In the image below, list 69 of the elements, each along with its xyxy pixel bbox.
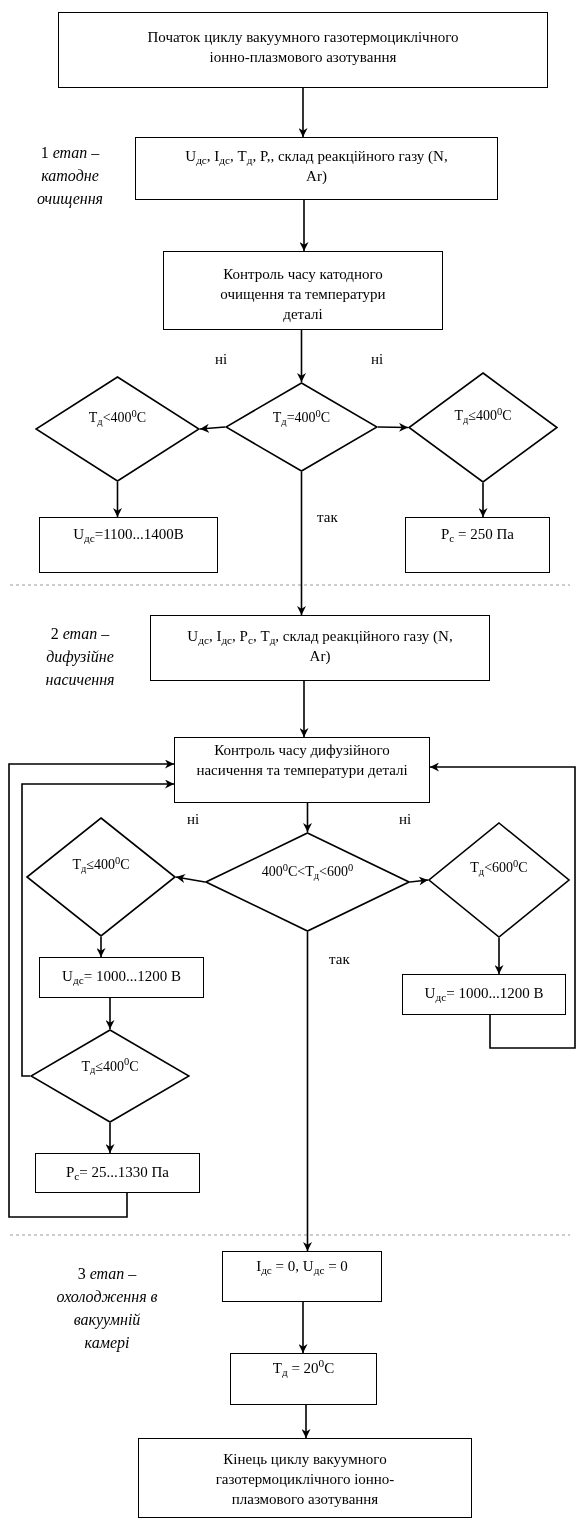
process-box: [35, 1153, 200, 1193]
stage-label: 1 етап – катодне очищення: [35, 143, 105, 210]
arrow: [297, 329, 306, 383]
decision-diamond: [30, 1029, 190, 1123]
process-box: [222, 1251, 382, 1302]
process-box: [39, 517, 218, 573]
condition-text: T$_{д}$<400$^{0}$C: [87, 409, 148, 428]
arrow: [105, 1122, 115, 1154]
condition-text: T$_{д}$=400$^{0}$C: [271, 409, 332, 427]
process-box: [402, 974, 566, 1015]
arrow: [478, 482, 488, 518]
step-text: Контроль часу дифузійного насичення та температури деталі: [195, 741, 409, 780]
step-text: U$_{дс}$= 1000...1200 В: [424, 984, 544, 1003]
step-text: Початок циклу вакуумного газотермоциклічного іонно-плазмового азотування: [146, 28, 460, 67]
step-text: P$_{c}$ = 250 Па: [440, 525, 514, 544]
decision-diamond: [408, 372, 558, 483]
condition-text: T$_{д}$≤400$^{0}$C: [71, 856, 131, 874]
condition-text: 400$^{0}$C<T$_{д}$<600$^{0}$: [260, 863, 355, 881]
condition-text: T$_{д}$<600$^{0}$C: [469, 859, 529, 878]
arrow: [377, 422, 409, 432]
step-text: U$_{дс}$= 1000...1200 В: [62, 967, 181, 986]
edge-label: ні: [370, 352, 385, 367]
arrow: [105, 997, 115, 1030]
process-box: [150, 615, 490, 681]
arrow: [96, 936, 106, 958]
decision-diamond: [35, 376, 200, 482]
arrow: [298, 87, 308, 138]
step-text: Контроль часу катодного очищення та температури деталі: [219, 265, 387, 324]
arrow: [199, 423, 226, 433]
arrow: [298, 1301, 308, 1354]
process-box: [39, 957, 204, 998]
arrow: [494, 937, 504, 975]
condition-text: T$_{д}$≤400$^{0}$C: [80, 1057, 140, 1076]
process-box: [138, 1438, 472, 1518]
step-text: T$_{д}$ = 20$^{0}$C: [272, 1358, 335, 1378]
arrow: [8, 759, 175, 1218]
decision-diamond: [428, 822, 570, 938]
process-box: [163, 251, 443, 330]
edge-label: ні: [186, 812, 201, 827]
arrow: [21, 779, 175, 1077]
arrow: [303, 802, 312, 833]
stage-label: 2 етап – дифузійне насичення: [44, 624, 116, 690]
stage-label: 3 етап – охолодження в вакуумній камері: [55, 1264, 159, 1354]
condition-text: T$_{д}$≤400$^{0}$C: [453, 407, 513, 426]
arrow: [113, 481, 122, 518]
decision-diamond: [225, 382, 378, 472]
step-text: U$_{дс}$=1100...1400В: [73, 525, 184, 544]
decision-diamond: [26, 817, 176, 937]
process-box: [58, 12, 548, 88]
edge-label: ні: [214, 352, 229, 367]
process-box: [174, 737, 430, 803]
arrow: [299, 199, 309, 252]
decision-diamond: [205, 832, 410, 932]
process-box: [230, 1353, 377, 1405]
step-text: U$_{дс}$, I$_{дс}$, T$_{д}$, P,, склад реакційного газу (N, Ar): [184, 147, 449, 186]
step-text: P$_{с}$= 25...1330 Па: [65, 1163, 169, 1182]
arrow: [303, 931, 312, 1252]
step-text: I$_{дс}$ = 0, U$_{дс}$ = 0: [256, 1257, 348, 1276]
step-text: U$_{дс}$, I$_{дс}$, P$_{с}$, T$_{д}$, склад реакційного газу (N, Ar): [186, 627, 454, 666]
arrow: [301, 1404, 311, 1439]
step-text: Кінець циклу вакуумного газотермоциклічного іонно-плазмового азотування: [214, 1450, 396, 1509]
edge-label: ні: [398, 812, 413, 827]
arrow: [175, 874, 206, 883]
arrow: [429, 762, 576, 1049]
arrow: [299, 680, 309, 738]
process-box: [135, 137, 498, 200]
arrow: [409, 876, 429, 886]
process-box: [405, 517, 550, 573]
arrow: [297, 471, 306, 616]
